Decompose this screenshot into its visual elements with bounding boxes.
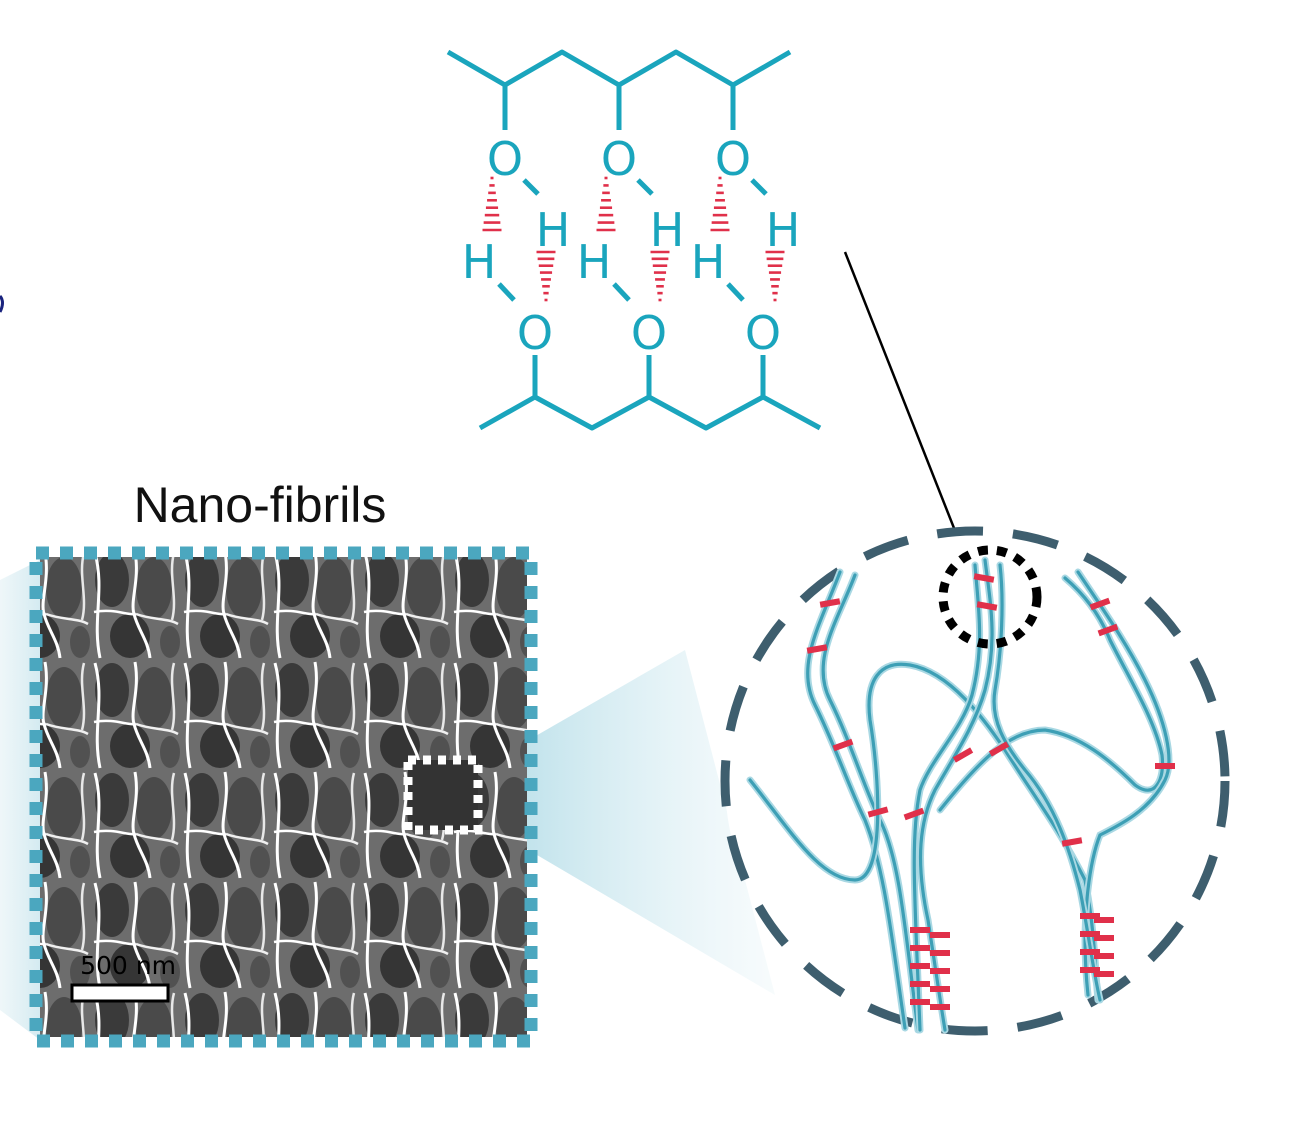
fibril-strand-4 bbox=[1076, 570, 1171, 997]
crosslink-mark-2 bbox=[832, 738, 854, 752]
crosslink-mark-29 bbox=[1080, 967, 1100, 973]
top-backbone bbox=[446, 49, 792, 88]
crosslink-mark-12 bbox=[1061, 837, 1083, 847]
panel-title: Nano-fibrils bbox=[134, 477, 387, 533]
edge-mark bbox=[0, 295, 4, 313]
crosslink-mark-16 bbox=[930, 950, 950, 956]
highlight-circle bbox=[938, 545, 1042, 649]
scale-bar bbox=[70, 983, 170, 1003]
crosslink-mark-26 bbox=[1094, 935, 1114, 941]
fibril-network-zoom bbox=[720, 526, 1230, 1036]
sem-frame bbox=[29, 546, 538, 1048]
crosslink-mark-20 bbox=[930, 986, 950, 992]
crosslink-mark-18 bbox=[930, 968, 950, 974]
scale-bar-label: 500 nm bbox=[80, 951, 176, 980]
bottom-oxygen-2: O bbox=[631, 306, 667, 360]
crosslink-mark-17 bbox=[910, 963, 930, 969]
pointer-line bbox=[843, 251, 967, 557]
crosslink-mark-7 bbox=[952, 747, 974, 763]
crosslink-mark-15 bbox=[910, 945, 930, 951]
crosslink-mark-28 bbox=[1094, 953, 1114, 959]
fibril-strand-3 bbox=[938, 576, 1165, 812]
bottom-oxygen-1: O bbox=[517, 306, 553, 360]
bottom-hydrogen-2: H bbox=[577, 235, 612, 289]
crosslink-marks bbox=[806, 573, 1175, 1010]
fibril-strand-1 bbox=[806, 570, 907, 1030]
crosslink-mark-30 bbox=[1094, 971, 1114, 977]
crosslink-mark-13 bbox=[910, 927, 930, 933]
crosslink-mark-23 bbox=[1080, 913, 1100, 919]
bottom-oxygen-3: O bbox=[745, 306, 781, 360]
fibril-strand-0 bbox=[821, 573, 920, 1032]
crosslink-mark-21 bbox=[910, 999, 930, 1005]
bottom-backbone bbox=[478, 394, 822, 431]
bottom-hydrogen-1: H bbox=[462, 235, 497, 289]
left-zoom-tint bbox=[0, 560, 40, 1040]
crosslink-mark-0 bbox=[819, 598, 841, 608]
zoom-circle bbox=[720, 526, 1230, 1036]
crosslink-mark-9 bbox=[1089, 597, 1111, 611]
zoom-region-marker bbox=[403, 755, 483, 835]
fibril-strands bbox=[746, 556, 1173, 1034]
crosslink-mark-27 bbox=[1080, 949, 1100, 955]
sem-image-panel: 500 nm bbox=[29, 546, 538, 1048]
crosslink-mark-22 bbox=[930, 1004, 950, 1010]
crosslink-mark-5 bbox=[973, 573, 995, 583]
fibril-strand-2 bbox=[748, 662, 1100, 1002]
bottom-hydrogen-3: H bbox=[691, 235, 726, 289]
crosslink-mark-19 bbox=[910, 981, 930, 987]
crosslink-mark-6 bbox=[976, 601, 998, 611]
crosslink-mark-11 bbox=[1155, 763, 1175, 769]
top-hydrogen-3: H bbox=[766, 203, 801, 257]
crosslink-mark-25 bbox=[1080, 931, 1100, 937]
hydrogen-bond-structure: O O O H H H H H H O O O bbox=[446, 49, 822, 431]
crosslink-mark-24 bbox=[1094, 917, 1114, 923]
fibril-strand-6 bbox=[912, 563, 982, 1032]
crosslink-mark-10 bbox=[1097, 623, 1119, 637]
crosslink-mark-14 bbox=[930, 932, 950, 938]
top-hydrogen-1: H bbox=[536, 203, 571, 257]
hydrogen-bond-wedges bbox=[482, 176, 785, 302]
crosslink-mark-8 bbox=[988, 741, 1010, 757]
top-hydrogen-2: H bbox=[650, 203, 685, 257]
zoom-cone bbox=[520, 650, 775, 995]
crosslink-mark-3 bbox=[867, 806, 889, 818]
crosslink-mark-4 bbox=[903, 807, 925, 821]
crosslink-mark-1 bbox=[806, 644, 828, 654]
